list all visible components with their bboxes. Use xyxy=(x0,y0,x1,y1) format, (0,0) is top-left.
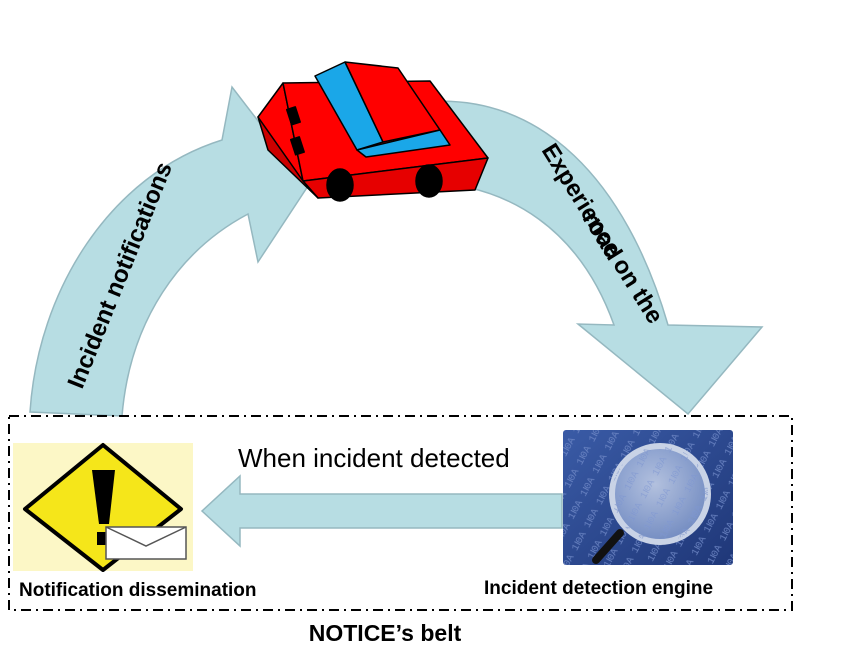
incident-detection-engine-label: Incident detection engine xyxy=(484,578,714,599)
magnifier-icon xyxy=(592,443,711,564)
notice-belt-frame xyxy=(8,415,793,611)
notification-dissemination-icon xyxy=(13,443,193,572)
notification-dissemination-label: Notification dissemination xyxy=(19,580,257,601)
when-incident-detected-label: When incident detected xyxy=(238,443,510,473)
when-detected-arrow xyxy=(200,474,563,548)
car-icon xyxy=(257,61,489,202)
notice-belt-title: NOTICE’s belt xyxy=(308,620,462,646)
incident-detection-engine-icon xyxy=(563,430,733,565)
incident-notifications-arrow xyxy=(29,85,309,417)
experience-on-the-road-arrow xyxy=(424,100,764,416)
envelope-icon xyxy=(105,526,187,560)
